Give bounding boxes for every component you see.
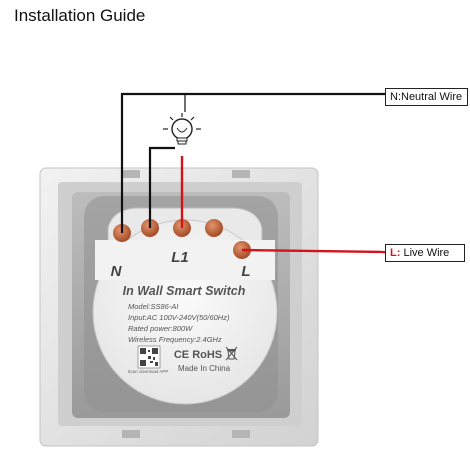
qr-code-icon xyxy=(137,345,161,369)
qr-caption: Scan download APP xyxy=(128,369,169,374)
recycle-bin-icon xyxy=(225,346,238,361)
spec-input: Input:AC 100V-240V(50/60Hz) xyxy=(128,313,230,322)
bottom-clip-right xyxy=(232,430,250,438)
live-wire-label: L: Live Wire xyxy=(385,244,465,262)
spec-model: Model:SS86-AI xyxy=(128,302,178,311)
neutral-wire-text: Neutral Wire xyxy=(401,91,463,103)
made-in-china: Made In China xyxy=(178,364,231,373)
neutral-wire-label: N:Neutral Wire xyxy=(385,88,468,106)
top-clip-left xyxy=(122,170,140,178)
terminal-label-l: L xyxy=(241,263,250,280)
certification-marks: CE RoHS xyxy=(174,349,222,361)
live-wire-code: L: xyxy=(390,247,401,259)
page-title: Installation Guide xyxy=(14,6,146,25)
top-clip-right xyxy=(232,170,250,178)
spec-power: Rated power:800W xyxy=(128,324,193,333)
terminal-label-l1: L1 xyxy=(171,249,189,266)
terminal-l1-c xyxy=(205,219,223,237)
spec-frequency: Wireless Frequency:2.4GHz xyxy=(128,335,222,344)
live-wire-text: Live Wire xyxy=(403,247,450,259)
switch-module: L1 N L In Wall Smart Switch Model:SS86-A… xyxy=(92,207,278,405)
lamp-return-wire xyxy=(148,146,175,228)
product-name: In Wall Smart Switch xyxy=(123,284,246,298)
live-wire xyxy=(241,248,386,254)
terminal-label-n: N xyxy=(111,263,123,280)
neutral-wire xyxy=(120,92,385,233)
light-bulb-icon xyxy=(163,113,201,145)
neutral-wire-code: N: xyxy=(390,91,401,103)
bottom-clip-left xyxy=(122,430,140,438)
